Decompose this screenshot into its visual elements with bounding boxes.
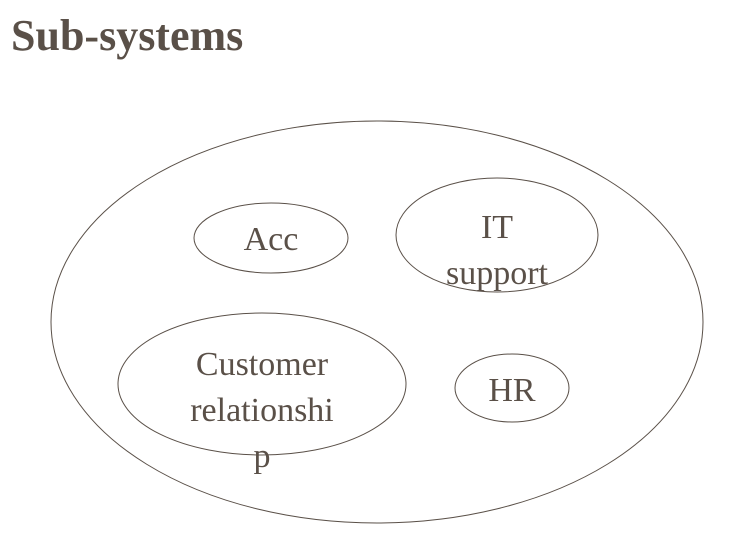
subsystem-hr: HR <box>454 353 570 423</box>
system-boundary <box>50 120 704 524</box>
subsystem-label: relationshi <box>190 392 334 429</box>
subsystem-customer-relationship: Customer relationshi p <box>117 312 407 475</box>
subsystem-acc: Acc <box>193 202 349 274</box>
subsystem-label: Acc <box>244 221 299 258</box>
subsystem-label: IT <box>481 209 513 246</box>
subsystem-label: HR <box>488 372 536 409</box>
subsystem-label: p <box>254 438 271 475</box>
subsystem-label: Customer <box>196 346 329 383</box>
slide-title: Sub-systems <box>11 11 244 60</box>
subsystem-it-support: IT support <box>395 177 599 293</box>
subsystem-label: support <box>446 255 549 292</box>
